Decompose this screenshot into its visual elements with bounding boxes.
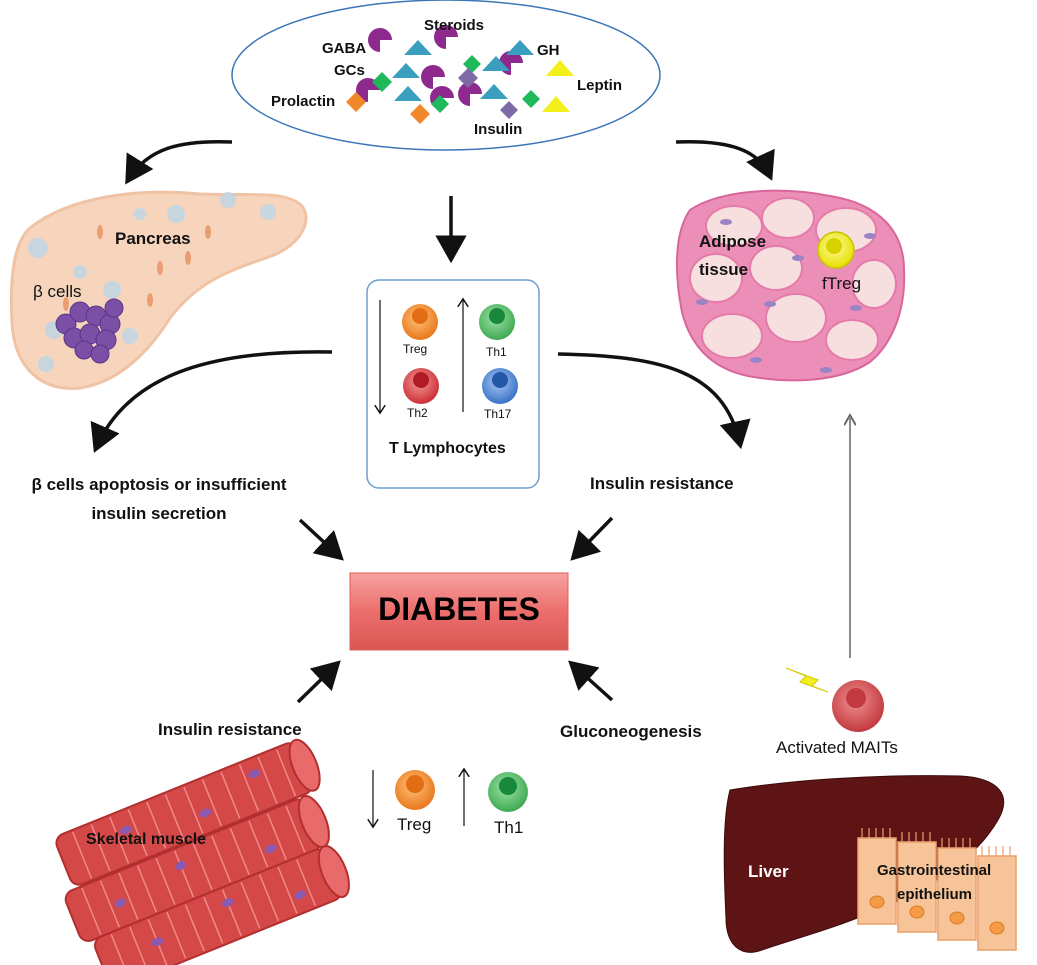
arrow-ir-to-diabetes (570, 516, 614, 561)
diabetes-box (349, 572, 569, 651)
arrow-to-pancreas (125, 139, 233, 185)
adipose-label-line2: tissue (699, 260, 749, 279)
hormone-diamond-green-icons (372, 55, 540, 113)
arrow-gluconeo-to-diabetes (568, 660, 614, 702)
hormone-label-insulin: Insulin (474, 121, 523, 138)
arrow-to-insulin-resistance (557, 352, 751, 450)
t-lymphocytes-box (366, 279, 540, 489)
gi-epithelium-illustration (857, 828, 1017, 951)
th1-label: Th1 (486, 345, 507, 359)
ftreg-label: fTreg (822, 274, 862, 293)
beta-apoptosis-line2: insulin secretion (91, 504, 227, 523)
adipose-label-line1: Adipose (699, 232, 767, 251)
bottom-treg-label: Treg (397, 815, 432, 834)
th2-label: Th2 (407, 406, 428, 420)
hormone-diamond-orange-icons (346, 92, 430, 124)
gluconeogenesis-label: Gluconeogenesis (560, 722, 702, 741)
activated-maits-label: Activated MAITs (776, 738, 898, 757)
beta-cells-label: β cells (33, 282, 82, 301)
hormone-label-steroids: Steroids (424, 17, 485, 34)
lightning-bolt-icon (785, 667, 829, 693)
hormone-diamond-violet-icons (458, 68, 518, 119)
pancreas-label: Pancreas (115, 229, 191, 248)
arrow-muscle-to-diabetes (296, 660, 341, 704)
insulin-resistance-left-label: Insulin resistance (158, 720, 302, 739)
arrow-to-adipose (675, 140, 775, 181)
hormone-triangle-icons (392, 40, 534, 101)
th17-label: Th17 (484, 407, 512, 421)
diabetes-label: DIABETES (378, 591, 540, 627)
hormone-label-gcs: GCs (334, 62, 365, 79)
arrow-beta-to-diabetes (298, 518, 344, 561)
gi-label-line1: Gastrointestinal (877, 862, 992, 879)
adipose-illustration (675, 189, 906, 382)
hormone-label-prolactin: Prolactin (271, 93, 336, 110)
t-lymphocytes-title: T Lymphocytes (389, 440, 506, 457)
arrow-to-beta-apoptosis (90, 350, 333, 453)
hormone-yellow-triangle-icons (542, 60, 574, 112)
beta-apoptosis-line1: β cells apoptosis or insufficient (31, 475, 287, 494)
hormone-label-gh: GH (537, 42, 560, 59)
hormone-label-gaba: GABA (322, 40, 367, 57)
pancreas-illustration (9, 190, 308, 390)
hormone-ellipse (231, 0, 661, 151)
treg-label: Treg (403, 342, 428, 356)
bottom-th1-label: Th1 (494, 818, 524, 837)
hormone-label-leptin: Leptin (577, 77, 622, 94)
skeletal-muscle-illustration (55, 738, 350, 965)
gi-label-line2: epithelium (897, 886, 973, 903)
beta-cell-cluster (55, 298, 124, 364)
liver-label: Liver (748, 862, 789, 881)
skeletal-muscle-label: Skeletal muscle (86, 831, 207, 848)
insulin-resistance-right-label: Insulin resistance (590, 474, 734, 493)
